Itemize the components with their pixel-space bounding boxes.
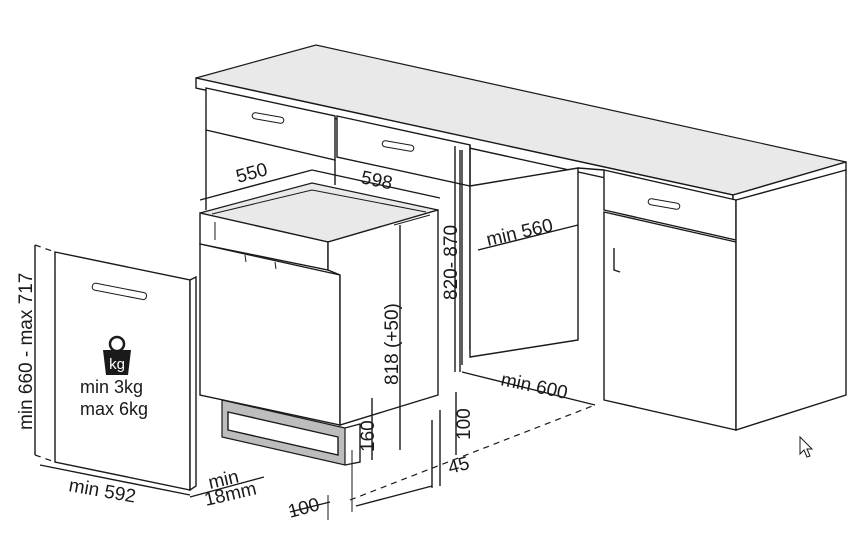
weight-icon: kg: [103, 335, 131, 375]
rear-offset-label: 45: [446, 453, 472, 479]
plinth-height-label: 160: [358, 420, 379, 452]
door-height-label: min 660 - max 717: [16, 273, 37, 430]
weight-max: max 6kg: [80, 399, 148, 419]
weight-icon-label: kg: [109, 356, 125, 373]
plinth-gap-label: 100: [454, 408, 475, 440]
height-label: 818 (+50): [382, 303, 403, 385]
depth-label: 550: [234, 159, 270, 187]
dishwasher: [199, 182, 439, 466]
mouse-cursor-icon: [799, 435, 814, 458]
countertop: [195, 44, 847, 207]
toe-kick-label: 100: [286, 494, 322, 522]
niche-width-label: min 600: [499, 369, 569, 404]
niche-height-label: 820- 870: [441, 225, 462, 300]
weight-min: min 3kg: [80, 377, 143, 397]
door-width-label: min 592: [67, 475, 137, 507]
left-cabinet: [205, 87, 579, 372]
width-label: 598: [359, 167, 394, 194]
right-cabinet: [577, 167, 847, 431]
